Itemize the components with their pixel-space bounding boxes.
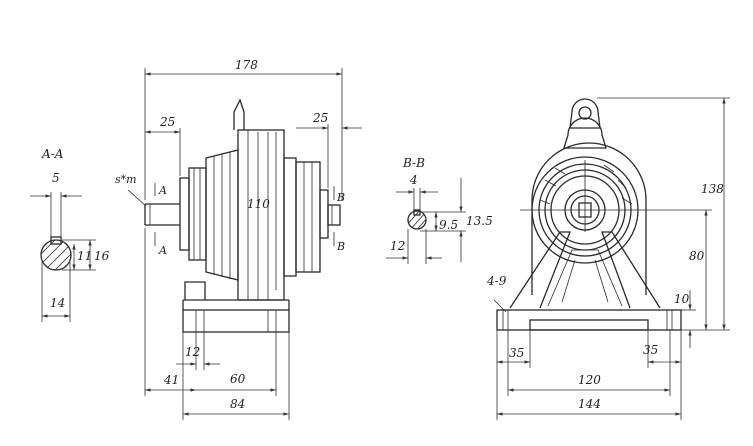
shaft-key-label: s*m <box>115 173 137 186</box>
section-a-a: A-A 5 11 16 14 <box>30 147 110 322</box>
side-view: s*m A A B B 110 <box>115 58 362 420</box>
dim-side-left-offset: 41 <box>163 373 179 387</box>
section-a-label: A-A <box>41 147 64 161</box>
mark-b-bottom: B <box>336 240 345 253</box>
dim-front-base-width: 144 <box>578 397 601 411</box>
housing-hatch <box>539 164 633 205</box>
dim-a-key-depth: 11 <box>77 249 92 263</box>
dim-b-key-depth: 9.5 <box>439 218 458 232</box>
dim-side-center: 110 <box>247 197 270 211</box>
shaft-b-circle <box>407 210 427 230</box>
key-a <box>50 236 62 245</box>
housing-outline <box>531 142 647 295</box>
dim-side-overall: 178 <box>235 58 258 72</box>
key-leader <box>127 189 147 207</box>
dim-a-width: 14 <box>50 296 65 310</box>
section-b-label: B-B <box>402 156 425 170</box>
dim-front-slot-right: 35 <box>643 343 658 357</box>
holes-label: 4-9 <box>486 274 507 288</box>
dim-b-key-width: 4 <box>409 173 418 187</box>
mark-a-bottom: A <box>158 244 167 257</box>
section-b-b: B-B 4 9.5 13.5 12 <box>386 156 493 264</box>
key-b <box>413 209 421 216</box>
section-a-hatch <box>41 240 71 270</box>
dim-b-width: 12 <box>390 239 405 253</box>
dim-front-center: 80 <box>689 249 705 263</box>
dim-side-base-step: 12 <box>185 345 200 359</box>
dim-side-mounting: 60 <box>230 372 246 386</box>
dim-b-diameter: 13.5 <box>466 214 493 228</box>
front-view: 4-9 138 80 10 35 35 120 144 <box>486 97 730 420</box>
dim-front-slot-left: 35 <box>509 346 524 360</box>
dim-a-key-width: 5 <box>52 171 60 185</box>
dim-side-base-length: 84 <box>230 397 245 411</box>
dim-side-shaft-left: 25 <box>159 115 175 129</box>
dim-front-hole-spacing: 120 <box>578 373 601 387</box>
shaft-a-circle <box>40 239 72 271</box>
dim-front-height: 138 <box>701 182 724 196</box>
dim-a-diameter: 16 <box>94 249 110 263</box>
mark-b-top: B <box>336 191 345 204</box>
dim-front-base-thickness: 10 <box>674 292 690 306</box>
mark-a-top: A <box>158 184 167 197</box>
dim-side-shaft-right: 25 <box>312 111 328 125</box>
